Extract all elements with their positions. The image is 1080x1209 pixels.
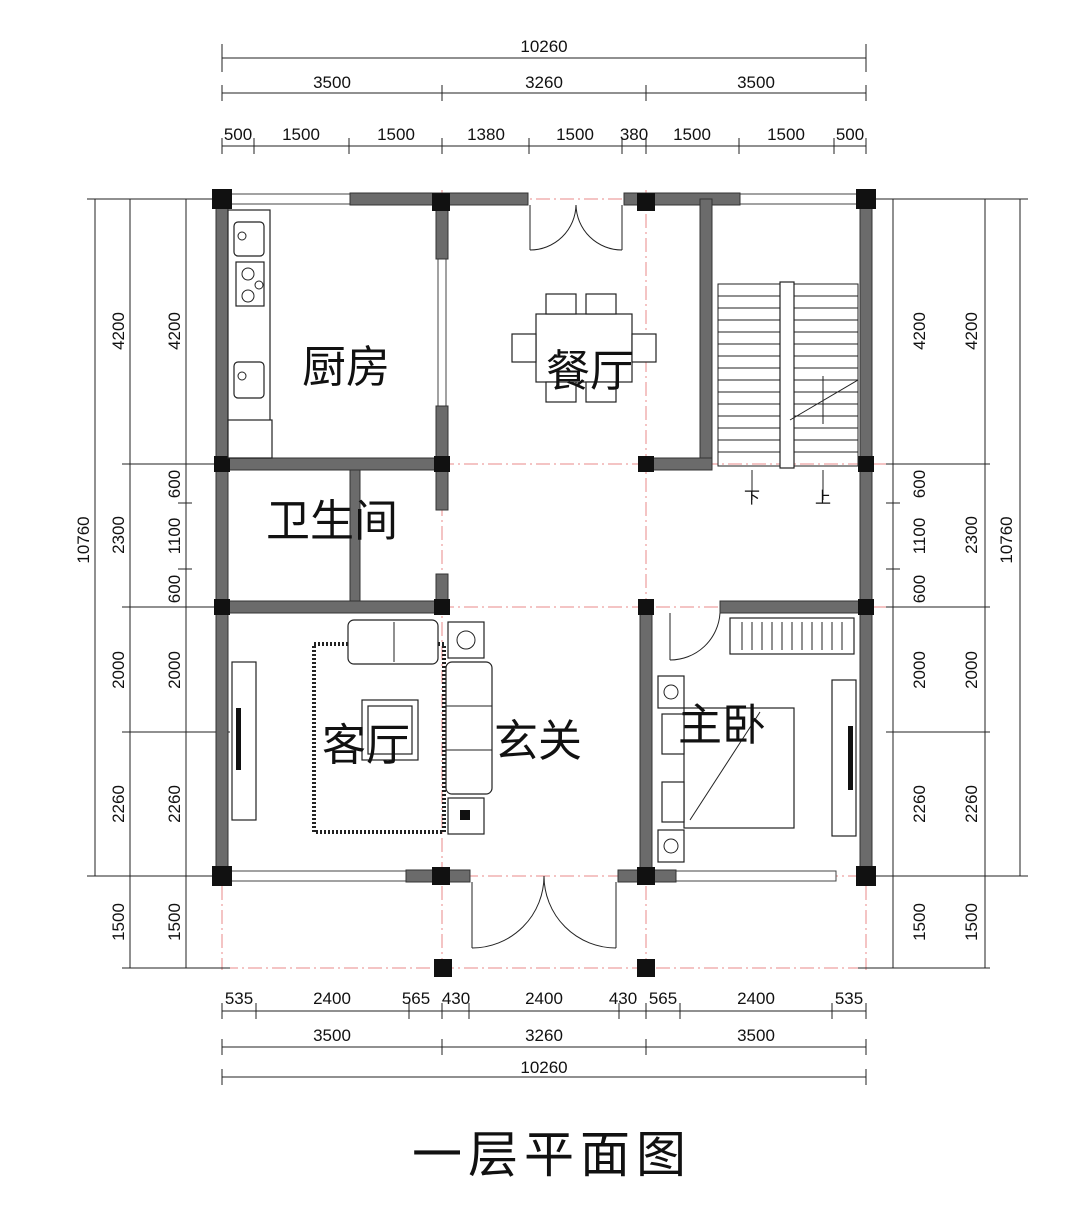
dim-top-detail-4: 1380: [467, 125, 505, 144]
room-bathroom-label: 卫生间: [266, 496, 398, 547]
dim-top-mid-3: 3500: [737, 73, 775, 92]
dim-bottom-detail-6: 430: [609, 989, 637, 1008]
dim-right-detail-7: 1500: [910, 903, 929, 941]
dim-right-mid-2: 2300: [962, 516, 981, 554]
dim-left-detail-3: 1100: [165, 518, 184, 555]
dim-left-mid-1: 4200: [109, 312, 128, 350]
columns: [212, 189, 876, 977]
dim-right-detail-3: 1100: [910, 518, 929, 555]
room-living-label: 客厅: [322, 720, 410, 771]
dim-left-detail-2: 600: [165, 470, 184, 498]
dim-right-total: 10760: [997, 516, 1016, 563]
room-dining-label: 餐厅: [546, 346, 634, 397]
walls: [215, 192, 873, 883]
dim-top-mid-1: 3500: [313, 73, 351, 92]
dim-right-detail-2: 600: [910, 470, 929, 498]
dim-top-detail-9: 500: [836, 125, 864, 144]
dim-bottom-mid-2: 3260: [525, 1026, 563, 1045]
dim-bottom-mid-1: 3500: [313, 1026, 351, 1045]
dim-left-mid-4: 2260: [109, 785, 128, 823]
dim-top-mid-2: 3260: [525, 73, 563, 92]
kitchen-counter: [227, 209, 273, 459]
dim-top-detail-6: 380: [620, 125, 648, 144]
dim-left-mid-5: 1500: [109, 903, 128, 941]
dim-left-detail-1: 4200: [165, 312, 184, 350]
dim-right-detail-4: 600: [910, 575, 929, 603]
dim-bottom-detail-8: 2400: [737, 989, 775, 1008]
dim-bottom-total: 10260: [520, 1058, 567, 1077]
dim-top-total: 10260: [520, 37, 567, 56]
dim-bottom-detail-7: 565: [649, 989, 677, 1008]
dining-table: [511, 293, 657, 403]
room-master-bedroom-label: 主卧: [678, 700, 766, 751]
stair-up-label: 上: [815, 488, 831, 507]
dim-left-mid-2: 2300: [109, 516, 128, 554]
room-foyer-label: 玄关: [494, 716, 582, 767]
dim-left-detail-4: 600: [165, 575, 184, 603]
top-dimensions: 10260 3500 3260 3500 500 1500 1500 1380 …: [221, 37, 867, 154]
dim-right-mid-5: 1500: [962, 903, 981, 941]
dim-right-mid-1: 4200: [962, 312, 981, 350]
room-labels: 厨房 餐厅 卫生间 客厅 玄关 主卧: [266, 342, 766, 771]
staircase: 下 上: [717, 281, 859, 507]
plan-title: 一层平面图: [412, 1126, 692, 1184]
dim-right-mid-3: 2000: [962, 651, 981, 689]
dim-top-detail-5: 1500: [556, 125, 594, 144]
dim-top-detail-8: 1500: [767, 125, 805, 144]
dim-right-detail-1: 4200: [910, 312, 929, 350]
bottom-dimensions: 535 2400 565 430 2400 430 565 2400 535 3…: [221, 989, 867, 1085]
left-dimensions: 10760 4200 2300 2000 2260 1500 4200 600 …: [74, 198, 230, 969]
dim-bottom-detail-4: 430: [442, 989, 470, 1008]
dim-top-detail-7: 1500: [673, 125, 711, 144]
room-kitchen-label: 厨房: [302, 342, 390, 393]
bedroom-furniture: [657, 617, 857, 863]
dim-left-detail-6: 2260: [165, 785, 184, 823]
dim-left-detail-7: 1500: [165, 903, 184, 941]
dim-bottom-mid-3: 3500: [737, 1026, 775, 1045]
dim-top-detail-3: 1500: [377, 125, 415, 144]
dim-bottom-detail-1: 535: [225, 989, 253, 1008]
dim-bottom-detail-2: 2400: [313, 989, 351, 1008]
dim-right-detail-5: 2000: [910, 651, 929, 689]
dim-right-mid-4: 2260: [962, 785, 981, 823]
dim-bottom-detail-9: 535: [835, 989, 863, 1008]
dim-right-detail-6: 2260: [910, 785, 929, 823]
living-furniture: [231, 619, 493, 835]
doors: [471, 204, 721, 949]
dim-top-detail-1: 500: [224, 125, 252, 144]
dim-left-mid-3: 2000: [109, 651, 128, 689]
stair-down-label: 下: [744, 488, 760, 507]
dim-bottom-detail-3: 565: [402, 989, 430, 1008]
dim-bottom-detail-5: 2400: [525, 989, 563, 1008]
dim-left-total: 10760: [74, 516, 93, 563]
dim-left-detail-5: 2000: [165, 651, 184, 689]
dim-top-detail-2: 1500: [282, 125, 320, 144]
right-dimensions: 4200 600 1100 600 2000 2260 1500 4200 23…: [858, 198, 1028, 969]
